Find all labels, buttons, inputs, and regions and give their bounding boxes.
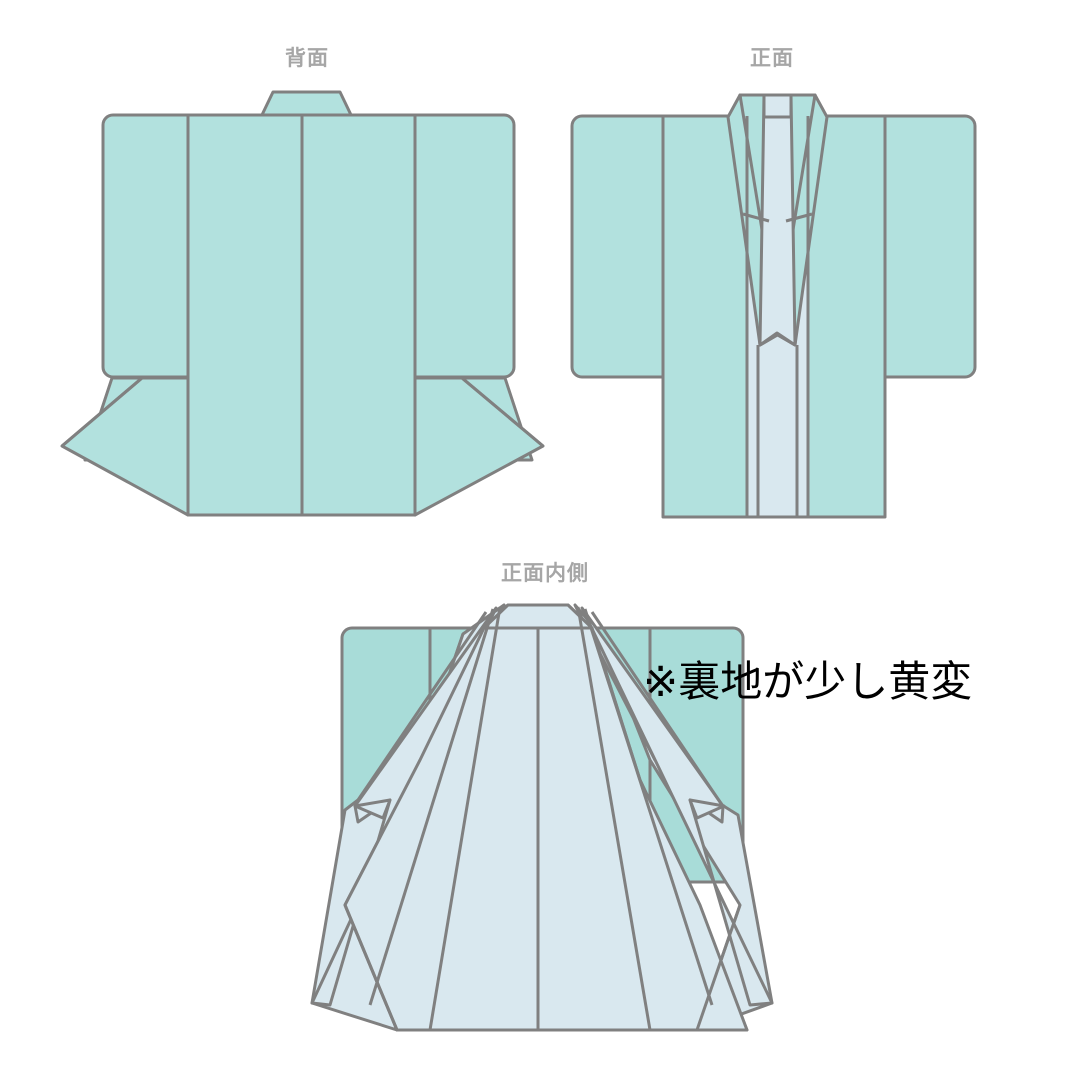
inner-left-fold-line-3: [356, 611, 488, 801]
view-label-front-inner: 正面内側: [501, 562, 589, 585]
back-left-body-panel: [186, 113, 304, 517]
back-left-flare-fold-line: [61, 376, 143, 448]
front-left-sleeve: [570, 114, 665, 379]
inner-left-fold-line-1: [428, 606, 502, 1031]
view-label-front: 正面: [750, 47, 794, 70]
back-right-hem-flare: [413, 376, 545, 517]
front-right-sleeve: [883, 114, 977, 379]
inner-left-fold-line-2: [368, 608, 495, 1006]
inner-right-hem-corner: [695, 904, 742, 1031]
front-inner-view-diagram: [310, 603, 774, 1032]
inner-right-fold-line-1: [576, 606, 652, 1031]
back-right-sleeve: [413, 113, 516, 379]
back-right-flare-fold-line: [461, 376, 544, 448]
back-view-diagram: [60, 90, 545, 517]
back-right-body-panel: [300, 113, 417, 517]
lining-yellowing-note: ※裏地が少し黄変: [643, 657, 973, 706]
back-left-hem-flare: [60, 376, 190, 517]
view-label-back: 背面: [285, 47, 329, 70]
back-left-sleeve: [101, 113, 190, 379]
back-collar-shape: [259, 90, 354, 119]
inner-right-notch-wedge: [688, 798, 726, 820]
front-neck-band: [762, 93, 793, 119]
inner-right-fold-line-3: [590, 611, 724, 806]
inner-right-fold-line-2: [583, 608, 714, 1006]
front-left-body-panel: [661, 114, 749, 519]
front-view-diagram: [570, 93, 977, 519]
inner-left-notch-wedge: [353, 798, 392, 820]
inner-left-hem-corner: [343, 904, 399, 1031]
